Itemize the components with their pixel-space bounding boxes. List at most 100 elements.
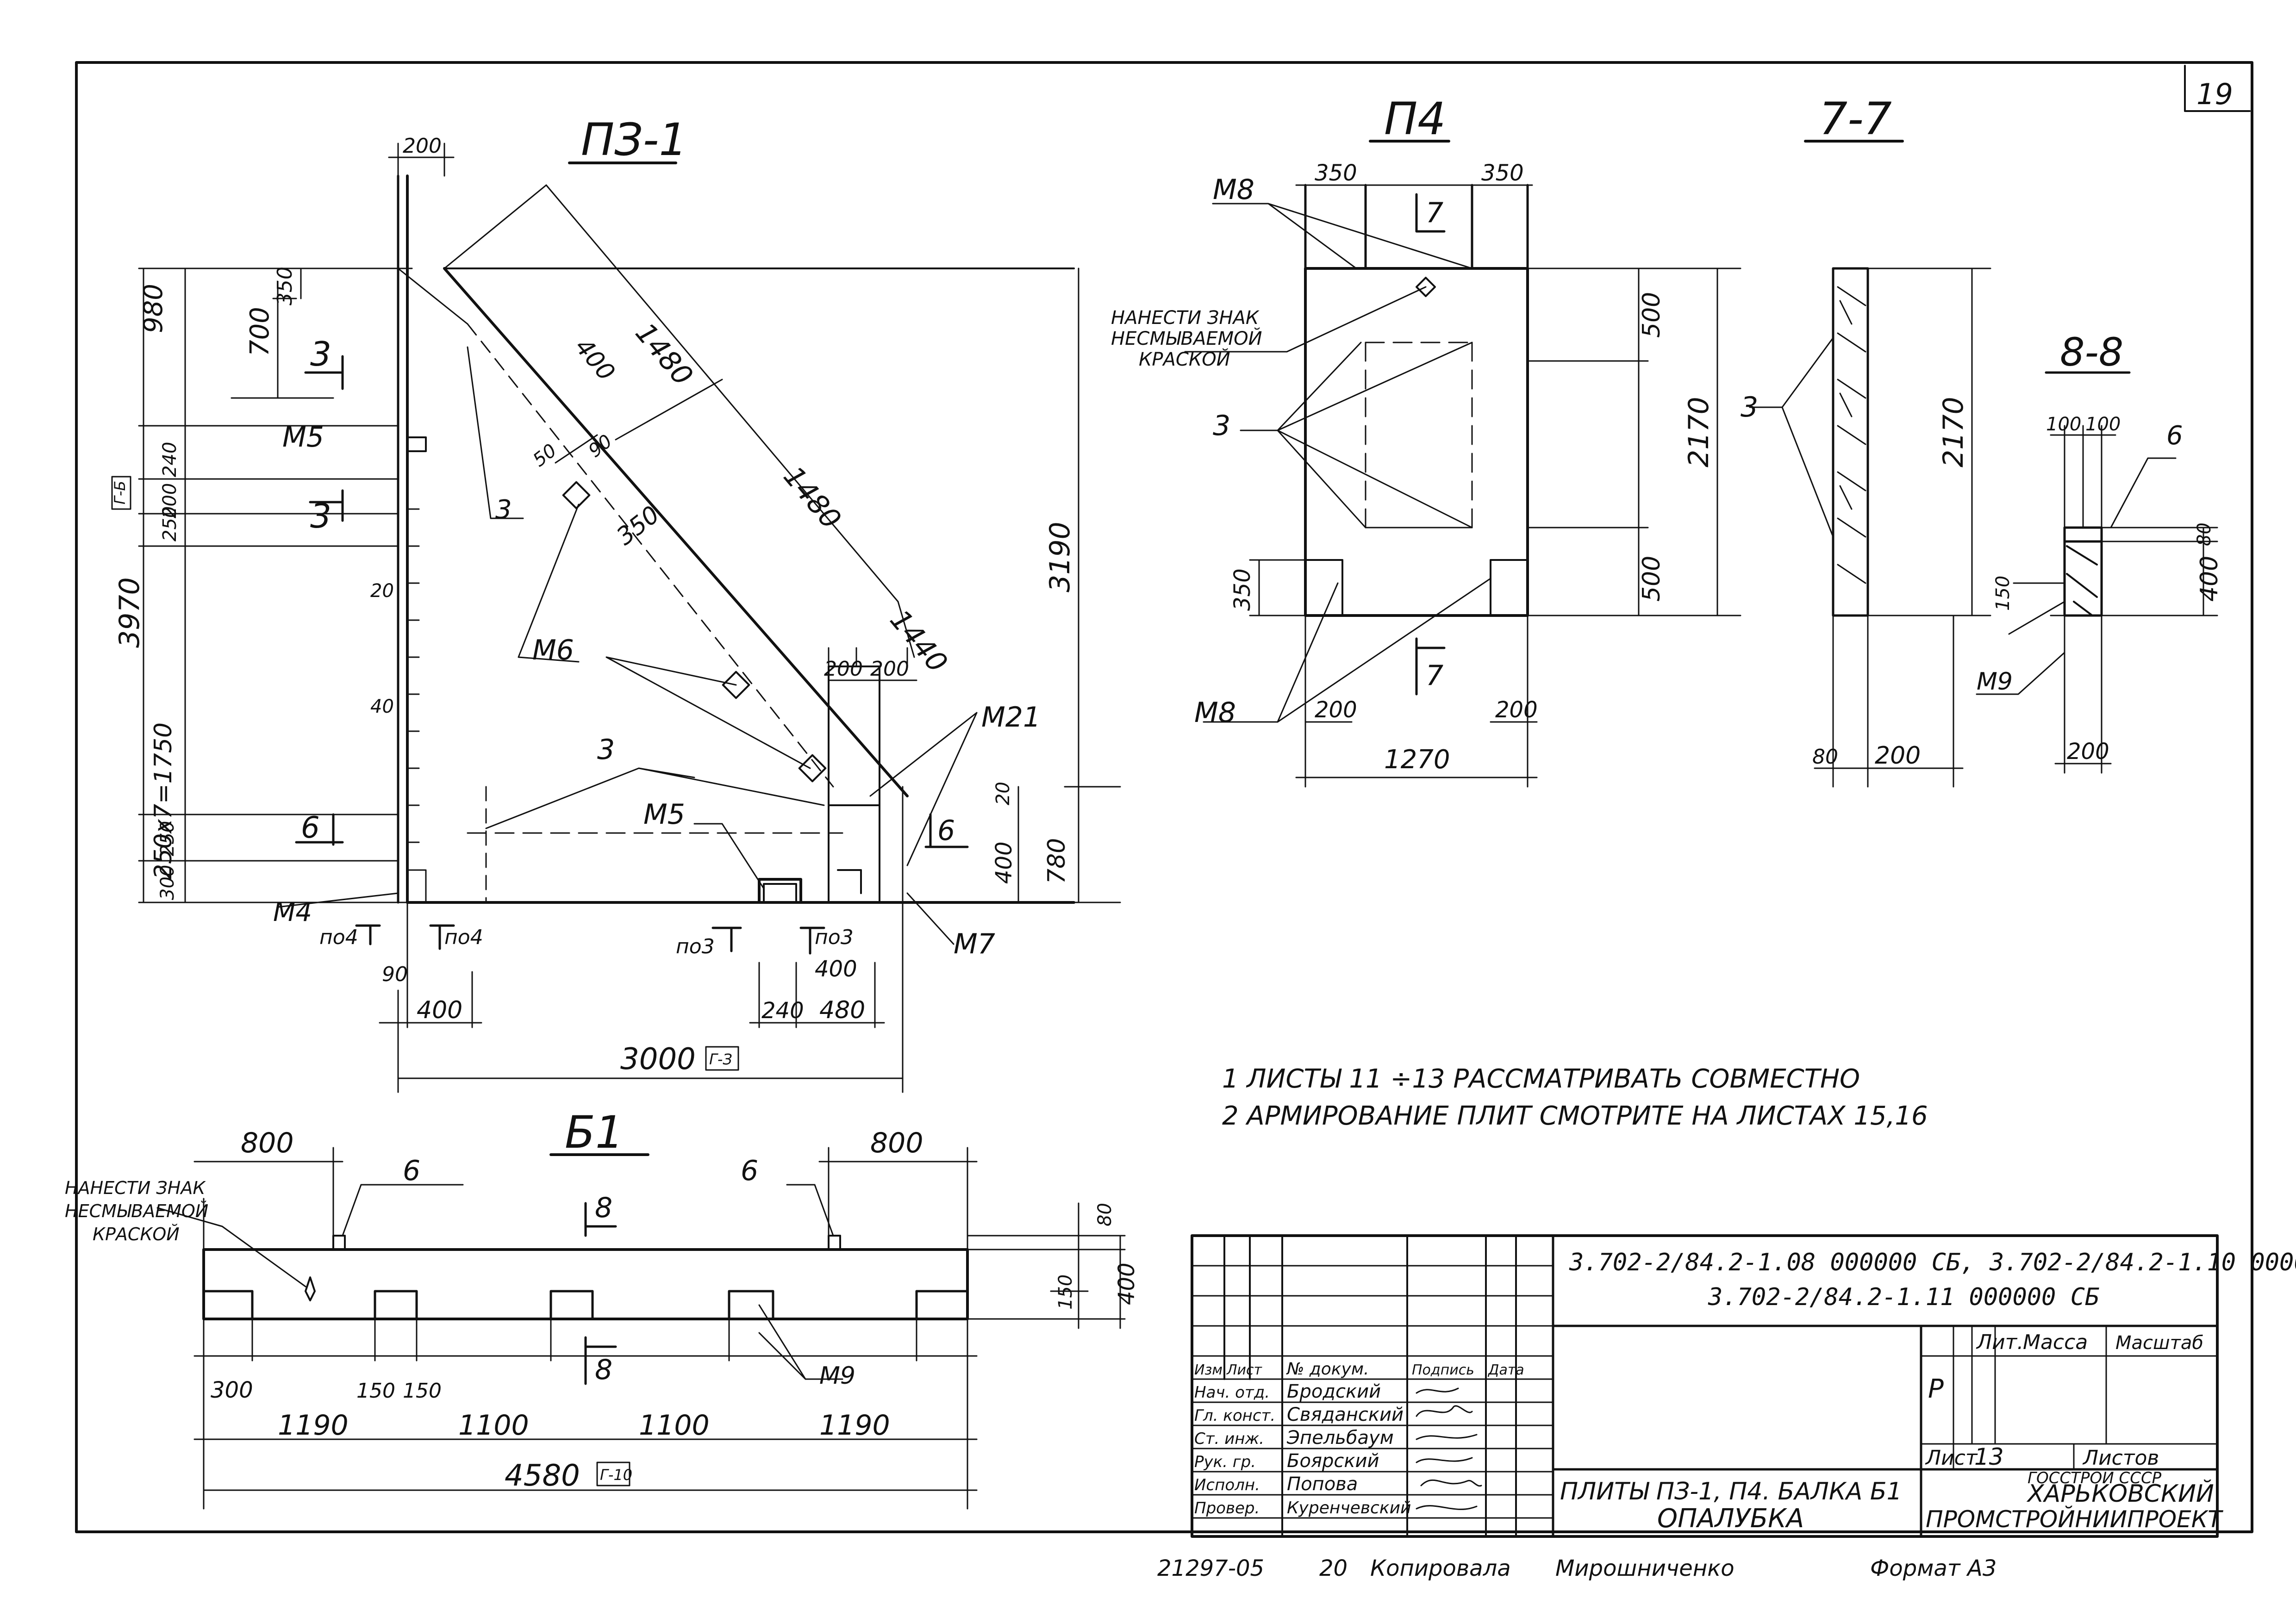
- label-m5-b: М5: [643, 798, 685, 831]
- general-notes: 1 ЛИСТЫ 11 ÷13 РАССМАТРИВАТЬ СОВМЕСТНО 2…: [1222, 1064, 1928, 1131]
- dim-3000-ref: Г-З: [709, 1051, 732, 1068]
- view-section-7-7: 7-7 3 2170 80 200: [1741, 93, 1991, 788]
- dim-400-bot: 400: [417, 996, 462, 1024]
- s77-dim-80: 80: [1812, 745, 1838, 769]
- b1-dim-4580-ref: Г-10: [600, 1466, 632, 1484]
- dim-3190: 3190: [1044, 522, 1076, 592]
- doc-code-line-1: 3.702-2/84.2-1.08 000000 СБ, 3.702-2/84.…: [1569, 1249, 2296, 1276]
- label-3-b: 3: [597, 734, 615, 766]
- b1-label-6-left: 6: [403, 1155, 420, 1187]
- svg-text:6: 6: [301, 811, 320, 845]
- signer-name-1: Бродский: [1287, 1381, 1381, 1402]
- dim-90-bot: 90: [382, 963, 408, 986]
- drawing-title-1: ПЛИТЫ ПЗ-1, П4. БАЛКА Б1: [1560, 1478, 1902, 1505]
- section-mark-6-right: 6: [924, 813, 969, 848]
- sheet-number: 13: [1974, 1443, 2004, 1470]
- p4-dim-350-side: 350: [1229, 568, 1255, 611]
- view-title-p3-1: ПЗ-1: [581, 114, 687, 166]
- s88-dim-400: 400: [2196, 556, 2223, 602]
- label-m6: М6: [532, 634, 574, 666]
- label-m21: М21: [981, 701, 1041, 734]
- label-3-a: 3: [495, 495, 512, 525]
- svg-text:по3: по3: [676, 935, 715, 958]
- stage-value: Р: [1928, 1374, 1944, 1404]
- bottom-dimensions: 90 400 400 240 480 3000 Г-З: [379, 902, 904, 1093]
- svg-text:3: 3: [310, 497, 331, 535]
- svg-text:по3: по3: [815, 926, 854, 949]
- b1-dim-4580: 4580: [505, 1459, 580, 1493]
- org-line-3: ПРОМСТРОЙНИИПРОЕКТ: [1926, 1505, 2223, 1533]
- p4-dim-200-right: 200: [1495, 697, 1538, 723]
- signer-name-3: Эпельбаум: [1286, 1427, 1394, 1449]
- dim-350-diag: 350: [611, 501, 665, 551]
- view-title-b1: Б1: [565, 1107, 624, 1158]
- view-b1: Б1 800 800 6 6 80 400 150 М9 300 150 150…: [65, 1107, 1140, 1510]
- dim-400-po3: 400: [815, 956, 857, 982]
- dim-480: 480: [819, 996, 865, 1024]
- b1-section-mark-8-bottom: 8: [584, 1336, 617, 1386]
- signer-role-2: Гл. конст.: [1194, 1406, 1275, 1425]
- note-1: 1 ЛИСТЫ 11 ÷13 РАССМАТРИВАТЬ СОВМЕСТНО: [1222, 1064, 1860, 1094]
- svg-text:8: 8: [595, 1354, 612, 1386]
- col-header-signature: Подпись: [1412, 1362, 1474, 1378]
- title-block: 3.702-2/84.2-1.08 000000 СБ, 3.702-2/84.…: [1191, 1234, 2296, 1538]
- view-p4: П4 М8 3 М8 НАНЕСТИ ЗНАК НЕСМЫВАЕМОЙ КРАС…: [1111, 93, 1741, 788]
- col-header-date: Дата: [1487, 1362, 1524, 1378]
- dim-700: 700: [245, 307, 275, 356]
- signer-name-6: Куренчевский: [1287, 1499, 1411, 1517]
- footer-sheet: 20: [1319, 1555, 1348, 1581]
- signer-role-4: Рук. гр.: [1194, 1453, 1256, 1471]
- svg-text:6: 6: [937, 815, 955, 847]
- p4-label-3: 3: [1213, 410, 1230, 442]
- dim-250-b: 250: [157, 821, 178, 856]
- p4-dim-350-right: 350: [1481, 160, 1524, 186]
- b1-label-6-right: 6: [741, 1155, 758, 1187]
- dim-400-top: 400: [569, 333, 620, 386]
- scale-header: Масштаб: [2115, 1332, 2203, 1354]
- dim-250x7: 250х7=1750: [150, 722, 177, 879]
- dim-20: 20: [370, 580, 394, 602]
- col-header-doc-no: № докум.: [1286, 1360, 1369, 1379]
- drawing-title-2: ОПАЛУБКА: [1657, 1504, 1804, 1534]
- signer-role-5: Исполн.: [1194, 1476, 1260, 1494]
- dim-200-top: 200: [403, 134, 442, 158]
- svg-text:7: 7: [1426, 197, 1443, 229]
- b1-note-line-3: КРАСКОЙ: [93, 1224, 180, 1244]
- p4-note-line-2: НЕСМЫВАЕМОЙ: [1111, 327, 1262, 349]
- p4-note-line-3: КРАСКОЙ: [1139, 348, 1230, 370]
- s88-dim-80: 80: [2194, 522, 2215, 546]
- view-title-8-8: 8-8: [2060, 330, 2123, 375]
- dim-240: 240: [761, 998, 804, 1024]
- page-number: 19: [2196, 77, 2233, 111]
- s77-label-3: 3: [1741, 391, 1758, 423]
- s77-dim-2170: 2170: [1937, 397, 1970, 467]
- view-title-p4: П4: [1384, 93, 1446, 145]
- section-mark-3-mid: 3: [309, 489, 344, 535]
- stage-header: Лит.: [1976, 1331, 2023, 1354]
- signer-role-6: Провер.: [1194, 1499, 1260, 1517]
- label-m7: М7: [954, 928, 995, 960]
- b1-dim-1100-b: 1100: [639, 1409, 710, 1442]
- b1-note-line-2: НЕСМЫВАЕМОЙ: [65, 1201, 208, 1221]
- b1-section-mark-8-top: 8: [584, 1192, 617, 1237]
- dim-780: 780: [1043, 838, 1071, 884]
- s88-label-6: 6: [2166, 421, 2183, 451]
- b1-dim-800-right: 800: [870, 1127, 923, 1159]
- b1-label-m9: М9: [819, 1362, 855, 1390]
- org-line-1: ГОССТРОЙ СССР: [2028, 1468, 2162, 1487]
- section-mark-3-top: 3: [304, 335, 344, 390]
- dim-980: 980: [138, 284, 168, 333]
- signer-name-2: Свяданский: [1287, 1404, 1404, 1425]
- footer-copied-label: Копировала: [1370, 1555, 1511, 1581]
- doc-code-line-2: 3.702-2/84.2-1.11 000000 СБ: [1708, 1283, 2099, 1311]
- s77-dim-200: 200: [1875, 742, 1921, 770]
- b1-dim-400: 400: [1114, 1262, 1140, 1305]
- col-header-list: Лист: [1226, 1362, 1263, 1378]
- svg-text:по4: по4: [444, 926, 483, 949]
- b1-dim-150-b: 150: [403, 1379, 442, 1403]
- p4-note-line-1: НАНЕСТИ ЗНАК: [1111, 307, 1260, 329]
- b1-dim-800-left: 800: [241, 1127, 294, 1159]
- s88-dim-100-left: 100: [2046, 414, 2081, 435]
- svg-text:3: 3: [310, 335, 331, 373]
